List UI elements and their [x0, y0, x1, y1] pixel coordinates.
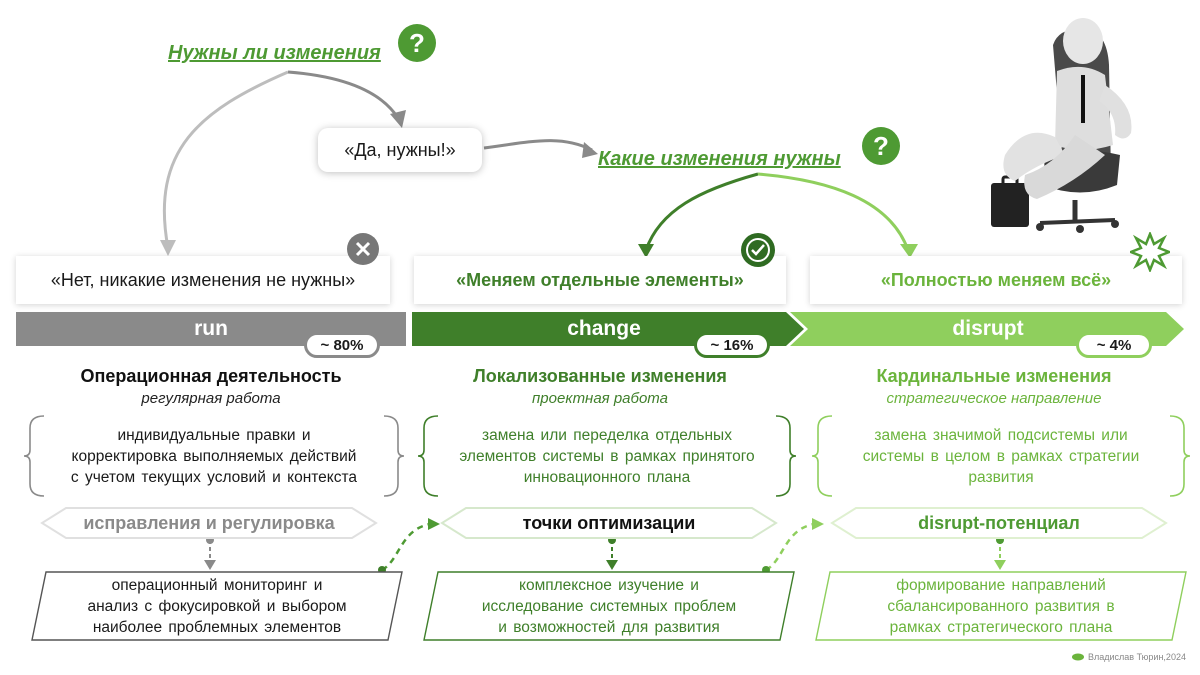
band-change: change: [567, 317, 641, 340]
desc-line: системы в целом в рамках стратегии: [862, 447, 1140, 465]
author-credit: Владислав Тюрин,2024: [1072, 652, 1186, 662]
pct-badge-run: ~ 80%: [304, 332, 380, 358]
desc-run: индивидуальные правки и корректировка вы…: [36, 424, 392, 488]
desc-line: индивидуальные правки и: [117, 426, 311, 444]
para-disrupt: формирование направлений сбалансированно…: [830, 572, 1172, 640]
band-run: run: [194, 317, 228, 340]
para-line: наиболее проблемных элементов: [92, 618, 342, 636]
para-line: рамках стратегического плана: [889, 618, 1113, 636]
hex-run: исправления и регулировка: [83, 512, 335, 533]
title-run: Операционная деятельность: [80, 366, 342, 386]
subtitle-run: регулярная работа: [141, 390, 281, 407]
desc-line: замена или переделка отдельных: [482, 426, 732, 444]
desc-line: с учетом текущих условий и контекста: [70, 468, 358, 486]
para-run: операционный мониторинг и анализ с фокус…: [46, 572, 388, 640]
para-line: сбалансированного развития в: [887, 597, 1115, 615]
hex-disrupt: disrupt-потенциал: [918, 512, 1080, 533]
desc-line: инновационного плана: [523, 468, 691, 486]
para-line: формирование направлений: [896, 576, 1106, 594]
para-line: комплексное изучение и: [519, 576, 699, 594]
title-disrupt: Кардинальные изменения: [876, 366, 1112, 386]
hex-change: точки оптимизации: [522, 512, 696, 533]
subtitle-change: проектная работа: [532, 390, 668, 407]
desc-line: развития: [968, 468, 1034, 486]
title-change: Локализованные изменения: [473, 366, 727, 386]
para-change: комплексное изучение и исследование сист…: [438, 572, 780, 640]
para-line: операционный мониторинг и: [111, 576, 323, 594]
credit-text: Владислав Тюрин,2024: [1088, 652, 1186, 662]
answer-change: «Меняем отдельные элементы»: [414, 256, 786, 304]
pct-badge-change: ~ 16%: [694, 332, 770, 358]
question-2-heading: Какие изменения нужны: [598, 148, 841, 170]
answer-run: «Нет, никакие изменения не нужны»: [16, 256, 390, 304]
brace-frames: [23, 415, 1191, 497]
hexagon-frames: [40, 507, 1168, 539]
person-in-chair-illustration: [991, 18, 1132, 233]
desc-line: замена значимой подсистемы или: [874, 426, 1128, 444]
para-line: и возможностей для развития: [498, 618, 720, 636]
yes-answer-box: «Да, нужны!»: [318, 128, 482, 172]
parallelogram-frames: [31, 571, 1187, 641]
band-disrupt: disrupt: [952, 317, 1024, 340]
close-icon: [347, 233, 379, 265]
desc-disrupt: замена значимой подсистемы или системы в…: [824, 424, 1178, 488]
para-line: исследование системных проблем: [481, 597, 737, 615]
subtitle-disrupt: стратегическое направление: [886, 390, 1102, 407]
leaf-icon: [1072, 653, 1084, 661]
pct-badge-disrupt: ~ 4%: [1076, 332, 1152, 358]
question-1-heading: Нужны ли изменения: [168, 42, 381, 64]
check-badge-icon: [741, 233, 775, 267]
desc-change: замена или переделка отдельных элементов…: [430, 424, 784, 488]
burst-icon: [1130, 232, 1170, 272]
question-icon: ?: [862, 127, 900, 165]
para-line: анализ с фокусировкой и выбором: [87, 597, 347, 615]
answer-disrupt: «Полностью меняем всё»: [810, 256, 1182, 304]
question-icon: ?: [398, 24, 436, 62]
desc-line: элементов системы в рамках принятого: [459, 447, 755, 465]
desc-line: корректировка выполняемых действий: [71, 447, 357, 465]
